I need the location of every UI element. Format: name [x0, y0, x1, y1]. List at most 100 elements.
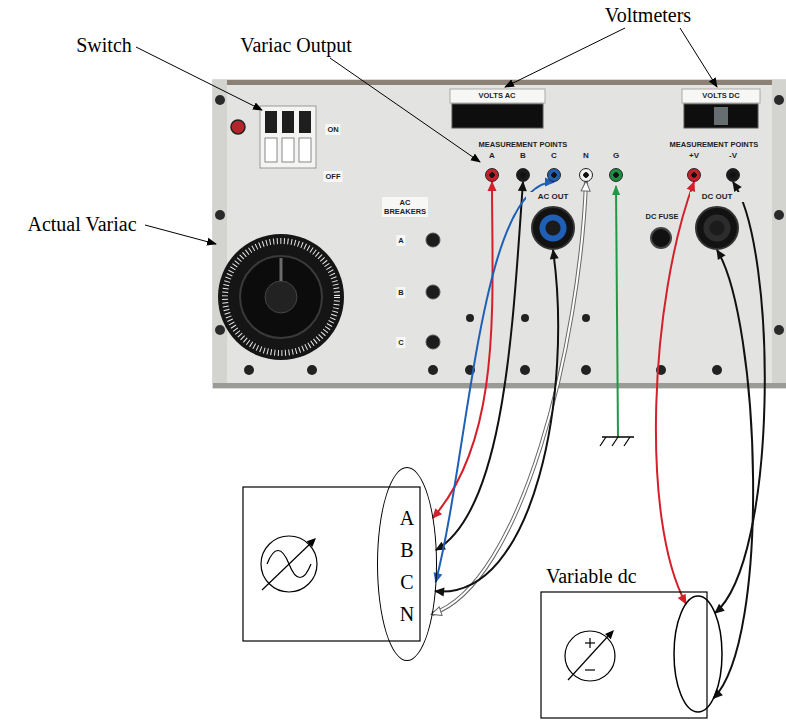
switch-body — [265, 138, 277, 162]
ground-symbol — [600, 437, 606, 446]
breaker-button — [426, 335, 440, 349]
leader-line — [680, 28, 717, 87]
panel-knob — [582, 314, 590, 322]
terminal-oval — [674, 596, 722, 712]
terminal-letter: C — [378, 570, 436, 594]
meter-label: VOLTS AC — [476, 90, 517, 101]
box-label: Variable dc — [546, 564, 637, 588]
variac-dial — [218, 234, 344, 360]
display-reflection — [714, 107, 728, 125]
switch-toggle — [282, 111, 294, 133]
switch-body — [282, 138, 294, 162]
output-socket: AC OUT — [526, 192, 580, 250]
display-bezel — [682, 89, 760, 103]
output-socket: DC OUT — [690, 192, 744, 250]
leader-line — [145, 225, 216, 244]
terminal-letter: B — [378, 538, 436, 562]
terminal-jack: +V — [683, 151, 705, 182]
switch-toggle — [299, 111, 311, 133]
dc-voltmeter — [684, 104, 758, 128]
variac-knob — [240, 256, 322, 338]
leader-line — [330, 58, 480, 162]
panel-knob — [520, 365, 530, 375]
terminal-label: A — [481, 151, 503, 161]
rack-screw — [774, 325, 784, 335]
breaker-label: C — [396, 337, 405, 348]
pilot-light — [231, 120, 245, 134]
panel-knob — [307, 365, 317, 375]
panel-marking: DC FUSE — [645, 212, 680, 221]
terminal-jack: G — [605, 151, 627, 182]
dc-source-box: Variable dc — [540, 564, 724, 720]
ground-symbol — [624, 437, 630, 446]
variac-knob-center — [265, 281, 297, 313]
terminal-group: ABCN — [377, 467, 437, 661]
callout-label: Switch — [76, 33, 132, 57]
rack-screw — [215, 325, 225, 335]
rack-screw — [215, 210, 225, 220]
panel-knob — [466, 314, 474, 322]
dc-source-symbol — [565, 631, 615, 681]
switch-toggle — [265, 111, 277, 133]
terminal-jack: A — [481, 151, 503, 182]
panel-knob — [428, 365, 438, 375]
test-lead-wire — [432, 182, 586, 614]
terminal-jack: B — [512, 151, 534, 182]
terminal-label: C — [543, 151, 565, 161]
outlet-socket — [695, 206, 739, 250]
display-bezel — [450, 89, 545, 103]
terminal-jack: C — [543, 151, 565, 182]
variable-arrow — [568, 634, 610, 680]
leader-line — [505, 28, 625, 87]
rack-screw — [774, 210, 784, 220]
terminal-letter: N — [378, 602, 436, 626]
callout-label: Voltmeters — [605, 3, 691, 27]
ac-source-symbol — [261, 536, 317, 592]
panel-knob — [712, 365, 722, 375]
panel-knob — [244, 365, 254, 375]
terminal-label: G — [605, 151, 627, 161]
panel-knob — [521, 314, 529, 322]
terminal-label: DC OUT — [690, 192, 744, 202]
jack-socket — [516, 168, 530, 182]
terminal-label: B — [512, 151, 534, 161]
panel-bottom-edge — [213, 383, 786, 388]
panel-rail — [772, 80, 786, 388]
ac-voltmeter — [452, 104, 543, 128]
panel-marking: MEASUREMENT POINTS — [478, 140, 569, 149]
jack-socket — [687, 168, 701, 182]
ground-wire — [616, 186, 618, 437]
test-lead-wire — [656, 182, 694, 604]
leader-line — [136, 47, 262, 110]
terminal-label: -V — [722, 151, 744, 161]
terminal-jack: N — [575, 151, 597, 182]
breaker-label: A — [396, 235, 405, 246]
jack-socket — [485, 168, 499, 182]
switch-plate — [260, 106, 316, 168]
ac-source-box — [243, 487, 420, 641]
callout-label: Variac Output — [240, 33, 352, 57]
switch-body — [299, 138, 311, 162]
terminal-jack: -V — [722, 151, 744, 182]
variable-arrow-head — [605, 630, 614, 639]
test-lead-wire — [433, 182, 493, 518]
terminal-label: N — [575, 151, 597, 161]
terminal-letter: A — [378, 506, 436, 530]
rack-screw — [774, 95, 784, 105]
variac-pointer — [280, 258, 283, 281]
test-lead-wire — [435, 250, 558, 592]
jack-socket — [726, 168, 740, 182]
jack-socket — [547, 168, 561, 182]
breaker-button — [426, 233, 440, 247]
panel-knob — [581, 365, 591, 375]
switch-marking: ON — [325, 124, 340, 135]
ground-symbol — [612, 437, 618, 446]
dc-fuse-holder — [651, 228, 671, 248]
wire-outline — [432, 182, 586, 614]
minus-sign — [585, 669, 595, 670]
jack-socket — [609, 168, 623, 182]
plus-sign — [589, 638, 590, 648]
test-lead-wire — [436, 182, 523, 550]
